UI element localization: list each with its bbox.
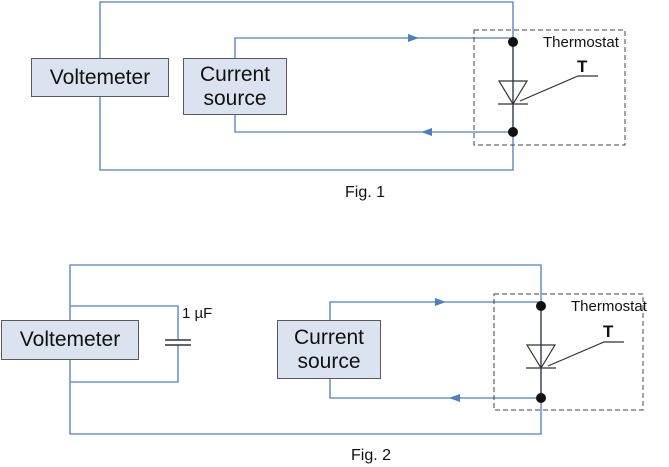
fig1-voltmeter-box: Voltemeter bbox=[31, 58, 169, 97]
fig1-top-wire bbox=[234, 37, 513, 58]
fig2-diode-triangle bbox=[525, 344, 557, 370]
fig2-node-top bbox=[536, 301, 546, 311]
fig2-diode-label: T bbox=[603, 322, 614, 341]
fig2-thermostat-label: Thermostat bbox=[571, 298, 647, 315]
fig2-thermostat-box bbox=[493, 293, 644, 411]
fig2-voltmeter-label: Voltemeter bbox=[19, 328, 121, 351]
fig2-node-bottom bbox=[536, 393, 546, 403]
fig2-top-arrow bbox=[435, 298, 446, 306]
fig2-caption: Fig. 2 bbox=[351, 447, 392, 464]
fig1-diode-gate bbox=[519, 75, 598, 102]
fig1-thermostat-label: Thermostat bbox=[543, 34, 619, 51]
fig2-source-label-line1: Current bbox=[293, 325, 365, 349]
fig2-current-source-box: Current source bbox=[277, 320, 381, 379]
fig1-source-label-line2: source bbox=[203, 86, 267, 110]
fig1-current-source-box: Current source bbox=[183, 58, 287, 115]
fig2-capacitor-label: 1 µF bbox=[182, 305, 213, 322]
fig1-diode-triangle bbox=[497, 80, 529, 106]
fig2-source-label-line2: source bbox=[297, 349, 361, 373]
fig1-caption: Fig. 1 bbox=[345, 184, 386, 201]
fig2-cap-branch-bottom bbox=[70, 345, 179, 383]
fig1-voltmeter-label: Voltemeter bbox=[49, 65, 151, 89]
fig1-top-arrow bbox=[408, 34, 419, 42]
fig1-bottom-arrow bbox=[421, 128, 432, 136]
fig2-top-wire bbox=[329, 301, 541, 322]
fig1-node-top bbox=[508, 37, 518, 47]
fig1-node-bottom bbox=[508, 127, 518, 137]
fig2-diode-gate bbox=[547, 341, 624, 367]
fig2-voltmeter-box: Voltemeter bbox=[1, 320, 139, 360]
fig2-bottom-wire bbox=[329, 378, 541, 399]
fig1-source-label-line1: Current bbox=[199, 62, 271, 86]
fig1-diode-label: T bbox=[577, 57, 588, 76]
fig1-bottom-wire bbox=[234, 113, 513, 133]
fig1-thermostat-box bbox=[473, 29, 626, 146]
fig2-cap-branch-top bbox=[70, 305, 179, 340]
fig2-bottom-arrow bbox=[449, 394, 460, 402]
